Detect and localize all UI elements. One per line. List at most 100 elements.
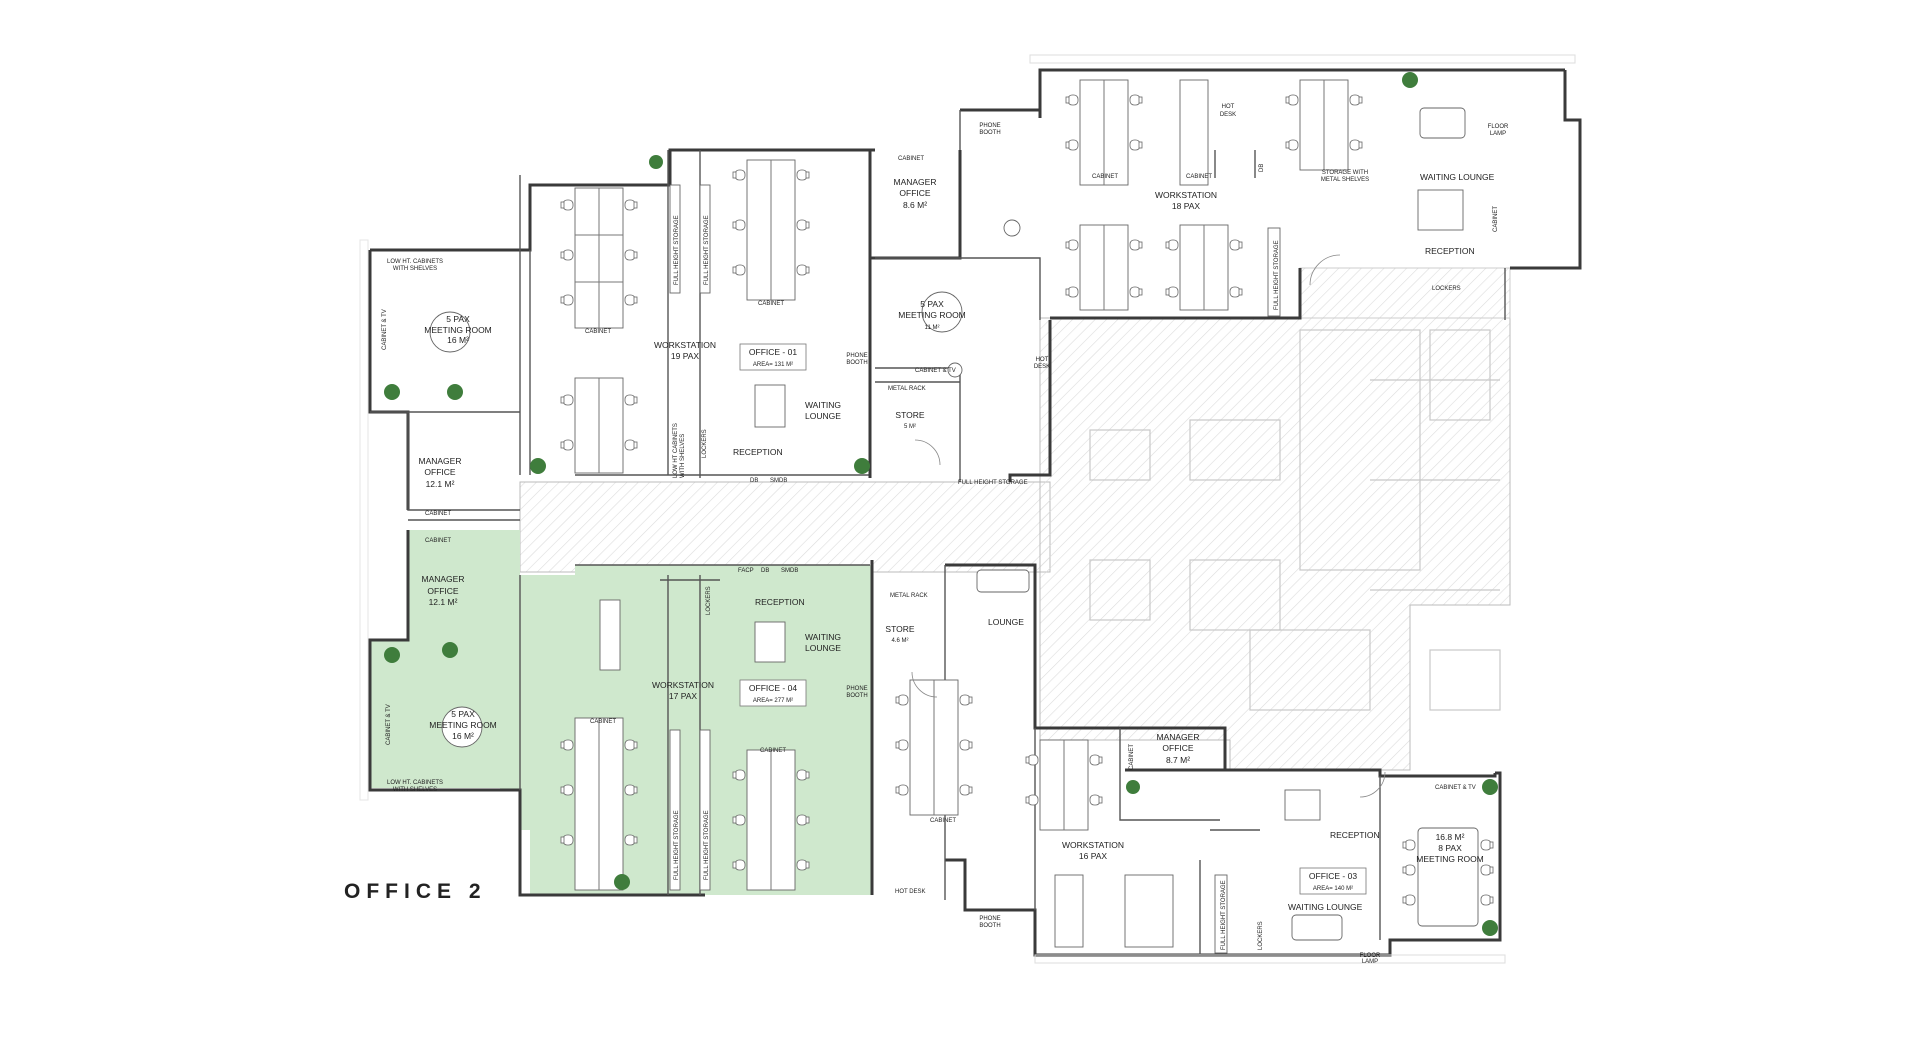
svg-text:WAITING: WAITING bbox=[805, 400, 841, 410]
office-02-workstation: WORKSTATION 18 PAX bbox=[1155, 190, 1217, 211]
svg-text:MEETING ROOM: MEETING ROOM bbox=[424, 325, 492, 335]
svg-text:5 PAX: 5 PAX bbox=[920, 299, 944, 309]
office-03-lounge: LOUNGE bbox=[988, 617, 1024, 627]
svg-text:HOT: HOT bbox=[1222, 104, 1235, 110]
office-02-storage-bottom: FULL HEIGHT STORAGE bbox=[958, 480, 1028, 486]
office-01-manager-office: MANAGER OFFICE 12.1 M² bbox=[419, 456, 462, 489]
svg-text:LOW HT CABINETS: LOW HT CABINETS bbox=[673, 423, 679, 478]
office-04-cabinet-desk: CABINET bbox=[590, 719, 616, 725]
office-04-storage-2: FULL HEIGHT STORAGE bbox=[704, 810, 710, 880]
svg-text:OFFICE - 03: OFFICE - 03 bbox=[1309, 871, 1357, 881]
svg-text:BOOTH: BOOTH bbox=[846, 693, 867, 699]
svg-text:STORAGE WITH: STORAGE WITH bbox=[1322, 170, 1368, 176]
office-02-metal-rack: METAL RACK bbox=[888, 386, 926, 392]
room-labels: 5 PAX MEETING ROOM 16 M² LOW HT. CABINET… bbox=[382, 104, 1509, 965]
office-04-lockers: LOCKERS bbox=[706, 586, 712, 615]
office-03-cabinet: CABINET bbox=[1129, 744, 1135, 770]
svg-text:OFFICE: OFFICE bbox=[427, 586, 458, 596]
svg-text:STORE: STORE bbox=[885, 624, 914, 634]
office-03-metal-rack: METAL RACK bbox=[890, 593, 928, 599]
svg-text:19 PAX: 19 PAX bbox=[671, 351, 700, 361]
office-02-floor-lamp: FLOOR LAMP bbox=[1488, 124, 1509, 137]
office-02-cabinet-a: CABINET bbox=[1092, 174, 1118, 180]
office-04-low-cabinets: LOW HT. CABINETS WITH SHELVES bbox=[387, 780, 443, 793]
office-04-db: DB bbox=[761, 568, 769, 574]
svg-text:PHONE: PHONE bbox=[979, 916, 1000, 922]
office-03-workstation: WORKSTATION 16 PAX bbox=[1062, 840, 1124, 861]
svg-text:PHONE: PHONE bbox=[846, 353, 867, 359]
svg-text:18 PAX: 18 PAX bbox=[1172, 201, 1201, 211]
office-03-lockers: LOCKERS bbox=[1258, 921, 1264, 950]
svg-text:8.6 M²: 8.6 M² bbox=[903, 200, 927, 210]
svg-text:16 M²: 16 M² bbox=[452, 731, 474, 741]
office-01-waiting-lounge: WAITING LOUNGE bbox=[805, 400, 841, 421]
office-04-manager-office: MANAGER OFFICE 12.1 M² bbox=[422, 574, 465, 607]
office-04-reception: RECEPTION bbox=[755, 597, 805, 607]
office-01-reception: RECEPTION bbox=[733, 447, 783, 457]
svg-text:DESK: DESK bbox=[1220, 112, 1236, 118]
svg-text:AREA= 277 M²: AREA= 277 M² bbox=[753, 698, 793, 704]
svg-text:5 M²: 5 M² bbox=[904, 424, 916, 430]
office-01-storage-2: FULL HEIGHT STORAGE bbox=[704, 215, 710, 285]
svg-text:BOOTH: BOOTH bbox=[979, 923, 1000, 929]
office-01-cabinet-tv: CABINET & TV bbox=[382, 309, 388, 350]
svg-text:LOUNGE: LOUNGE bbox=[805, 643, 841, 653]
office-04-cabinet-tv: CABINET & TV bbox=[386, 704, 392, 745]
svg-text:MANAGER: MANAGER bbox=[1157, 732, 1200, 742]
svg-text:LAMP: LAMP bbox=[1362, 959, 1378, 965]
svg-text:WITH SHELVES: WITH SHELVES bbox=[680, 434, 686, 478]
office-04-phone-booth: PHONE BOOTH bbox=[846, 686, 867, 699]
svg-text:12.1 M²: 12.1 M² bbox=[429, 597, 458, 607]
office-03-cabinet-tv: CABINET & TV bbox=[1435, 785, 1476, 791]
furniture bbox=[384, 72, 1498, 954]
page-title: OFFICE 2 bbox=[344, 880, 487, 903]
svg-text:WORKSTATION: WORKSTATION bbox=[652, 680, 714, 690]
office-01-low-ht-cab: LOW HT CABINETS WITH SHELVES bbox=[673, 423, 686, 478]
office-02-store: STORE 5 M² bbox=[895, 410, 924, 430]
office-01-low-cabinets: LOW HT. CABINETS WITH SHELVES bbox=[387, 259, 443, 272]
svg-text:MANAGER: MANAGER bbox=[419, 456, 462, 466]
office-03-storage: FULL HEIGHT STORAGE bbox=[1221, 880, 1227, 950]
svg-text:PHONE: PHONE bbox=[846, 686, 867, 692]
svg-text:MANAGER: MANAGER bbox=[422, 574, 465, 584]
office-03-cabinet-desk: CABINET bbox=[930, 818, 956, 824]
office-04-waiting-lounge: WAITING LOUNGE bbox=[805, 632, 841, 653]
svg-text:8.7 M²: 8.7 M² bbox=[1166, 755, 1190, 765]
svg-text:16.8 M²: 16.8 M² bbox=[1436, 832, 1465, 842]
office-04-cabinet-desk-2: CABINET bbox=[760, 748, 786, 754]
svg-text:DESK: DESK bbox=[1034, 364, 1050, 370]
office-01-lockers: LOCKERS bbox=[702, 429, 708, 458]
svg-text:16 M²: 16 M² bbox=[447, 335, 469, 345]
svg-text:OFFICE: OFFICE bbox=[899, 188, 930, 198]
svg-text:OFFICE: OFFICE bbox=[424, 467, 455, 477]
office-03-reception: RECEPTION bbox=[1330, 830, 1380, 840]
office-03-meeting-room: 16.8 M² 8 PAX MEETING ROOM bbox=[1416, 832, 1484, 864]
svg-text:WITH SHELVES: WITH SHELVES bbox=[393, 266, 437, 272]
svg-text:MANAGER: MANAGER bbox=[894, 177, 937, 187]
office-01-db: DB bbox=[750, 478, 758, 484]
office-04-workstation: WORKSTATION 17 PAX bbox=[652, 680, 714, 701]
office-02-manager-office: MANAGER OFFICE 8.6 M² bbox=[894, 177, 937, 210]
svg-text:AREA= 140 M²: AREA= 140 M² bbox=[1313, 886, 1353, 892]
office-01-cabinet: CABINET bbox=[425, 511, 451, 517]
svg-text:12.1 M²: 12.1 M² bbox=[426, 479, 455, 489]
svg-text:AREA= 131 M²: AREA= 131 M² bbox=[753, 362, 793, 368]
office-03-store: STORE 4.6 M² bbox=[885, 624, 914, 644]
svg-text:16 PAX: 16 PAX bbox=[1079, 851, 1108, 861]
svg-text:METAL SHELVES: METAL SHELVES bbox=[1321, 177, 1369, 183]
svg-text:BOOTH: BOOTH bbox=[846, 360, 867, 366]
svg-text:WAITING: WAITING bbox=[805, 632, 841, 642]
svg-text:HOT: HOT bbox=[1036, 357, 1049, 363]
office-01-workstation: WORKSTATION 19 PAX bbox=[654, 340, 716, 361]
office-04-smdb: SMDB bbox=[781, 568, 798, 574]
svg-text:WITH SHELVES: WITH SHELVES bbox=[393, 787, 437, 793]
office-03-phone-booth: PHONE BOOTH bbox=[979, 916, 1000, 929]
office-03-waiting-lounge: WAITING LOUNGE bbox=[1288, 902, 1363, 912]
office-03-hot-desk: HOT DESK bbox=[895, 889, 926, 895]
office-04-meeting-room: 5 PAX MEETING ROOM 16 M² bbox=[429, 709, 497, 741]
svg-text:WORKSTATION: WORKSTATION bbox=[1155, 190, 1217, 200]
svg-text:FLOOR: FLOOR bbox=[1360, 953, 1381, 959]
office-03-tag: OFFICE - 03 AREA= 140 M² bbox=[1299, 867, 1367, 895]
svg-text:LOW HT. CABINETS: LOW HT. CABINETS bbox=[387, 259, 443, 265]
